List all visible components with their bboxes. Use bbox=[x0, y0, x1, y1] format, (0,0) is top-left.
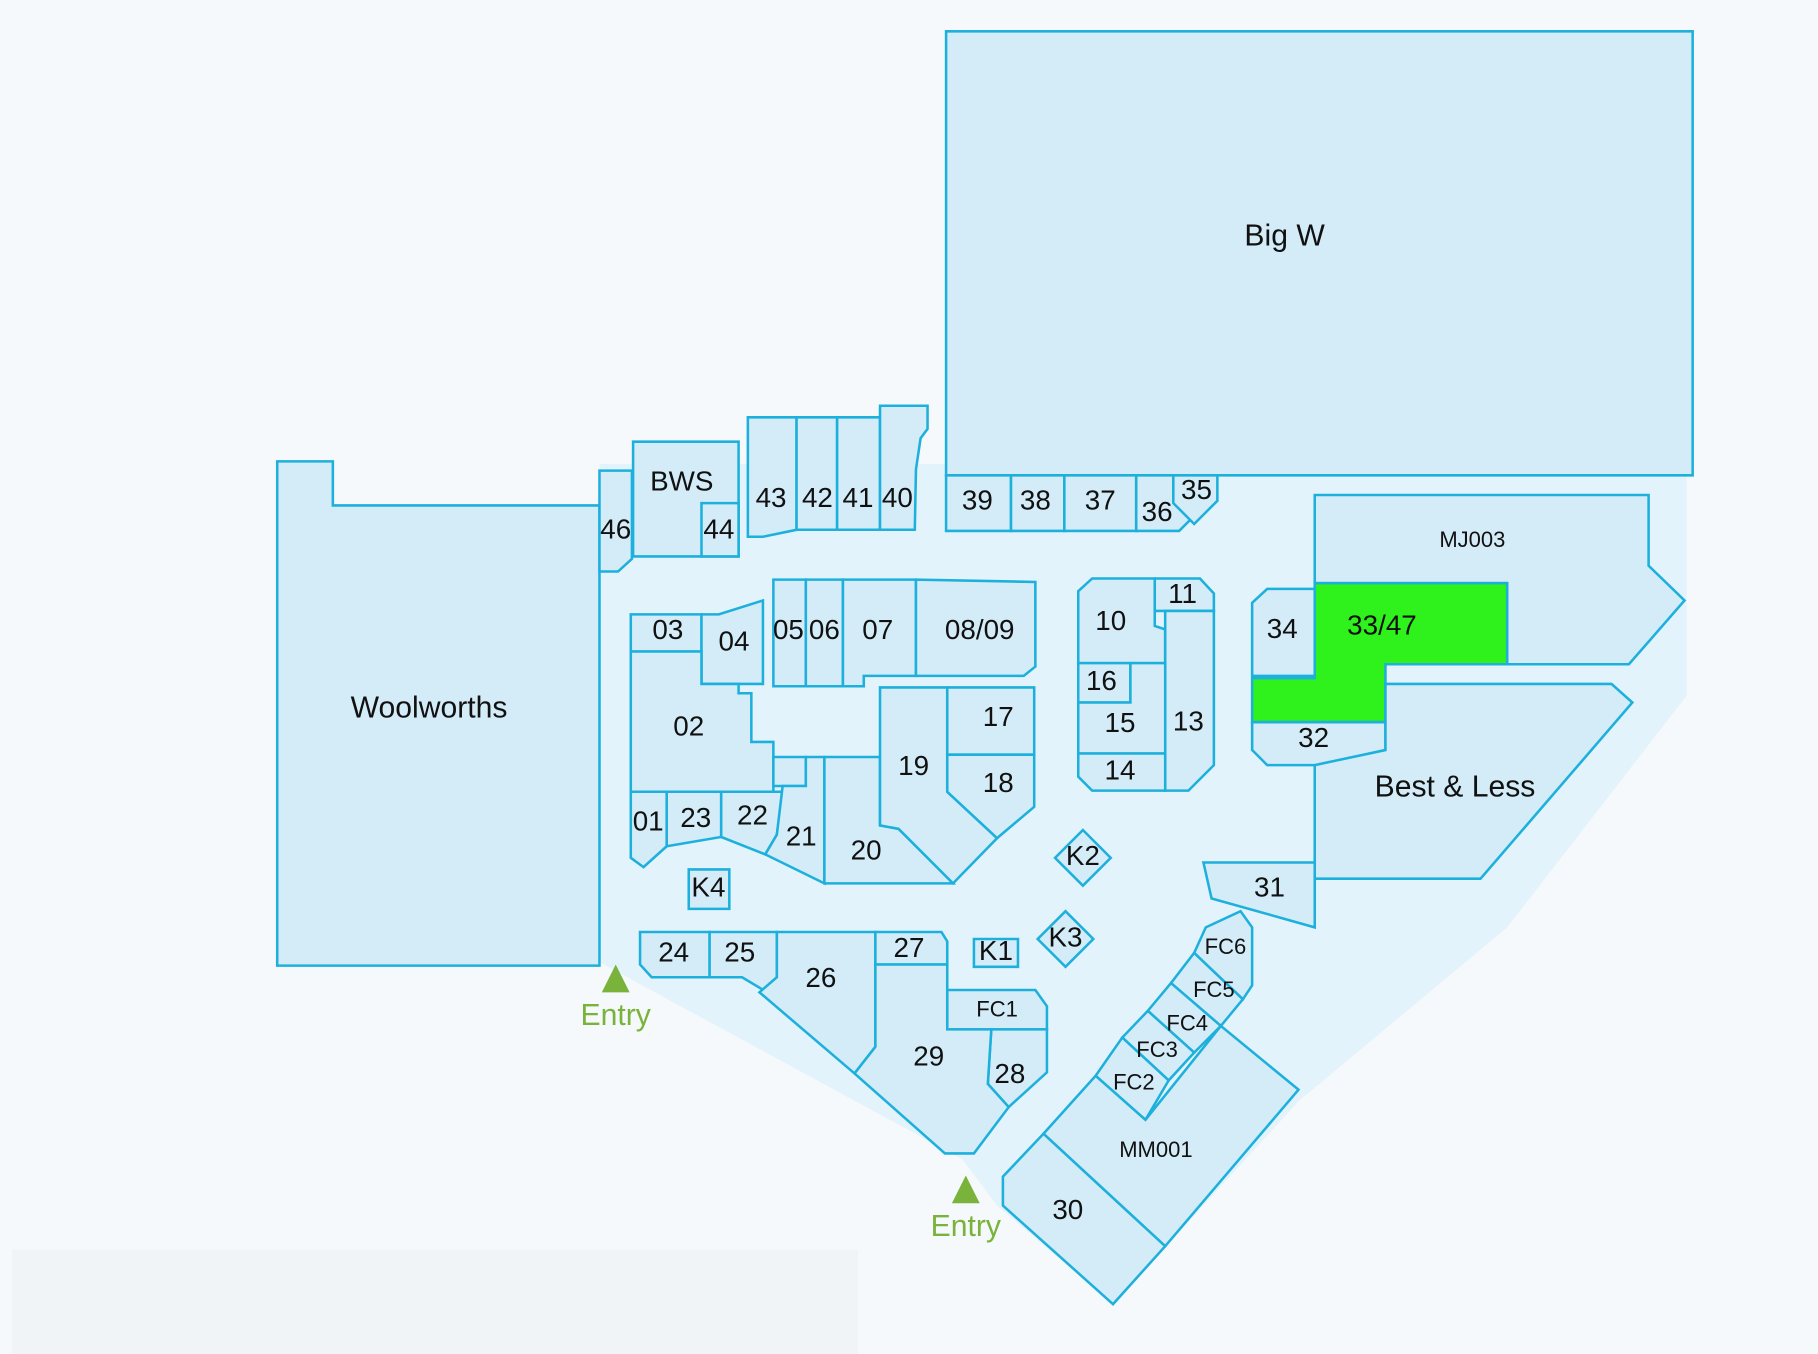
store-s30[interactable] bbox=[1001, 1131, 1167, 1306]
store-sbox[interactable] bbox=[772, 755, 808, 788]
store-s39[interactable] bbox=[944, 474, 1013, 533]
store-s46[interactable] bbox=[598, 469, 634, 573]
store-s42[interactable] bbox=[795, 416, 839, 532]
store-s07[interactable] bbox=[841, 578, 918, 688]
store-s03[interactable] bbox=[629, 613, 703, 653]
store-s13[interactable] bbox=[1163, 609, 1216, 792]
store-s35[interactable] bbox=[1172, 474, 1219, 526]
store-bigw[interactable] bbox=[944, 30, 1694, 477]
store-k2[interactable] bbox=[1053, 828, 1113, 888]
store-k3[interactable] bbox=[1035, 909, 1096, 969]
store-s06[interactable] bbox=[804, 578, 845, 688]
store-s34[interactable] bbox=[1250, 587, 1317, 678]
store-s17[interactable] bbox=[945, 686, 1036, 756]
store-s23[interactable] bbox=[665, 790, 723, 848]
store-s38[interactable] bbox=[1009, 474, 1066, 533]
store-s18[interactable] bbox=[945, 753, 1036, 840]
store-s24[interactable] bbox=[638, 930, 711, 979]
store-k4[interactable] bbox=[687, 868, 731, 911]
store-s29[interactable] bbox=[852, 963, 1011, 1155]
entry-arrow-icon bbox=[601, 964, 630, 993]
entry-arrow-icon bbox=[951, 1175, 980, 1204]
store-s27[interactable] bbox=[874, 930, 949, 966]
store-s43[interactable] bbox=[746, 416, 798, 539]
store-s10[interactable] bbox=[1076, 577, 1167, 665]
store-s0809[interactable] bbox=[914, 578, 1037, 678]
store-woolworths[interactable] bbox=[275, 460, 601, 967]
store-s41[interactable] bbox=[835, 416, 882, 532]
store-s44[interactable] bbox=[700, 501, 740, 558]
entry-label: Entry bbox=[581, 999, 651, 1032]
store-s16[interactable] bbox=[1076, 661, 1132, 704]
store-s40[interactable] bbox=[878, 404, 929, 532]
store-k1[interactable] bbox=[972, 937, 1020, 969]
store-s11[interactable] bbox=[1153, 577, 1216, 613]
store-s05[interactable] bbox=[772, 578, 808, 688]
store-fc1[interactable] bbox=[945, 988, 1049, 1031]
store-s31[interactable] bbox=[1201, 861, 1317, 930]
store-s14[interactable] bbox=[1076, 752, 1167, 792]
entry-label: Entry bbox=[931, 1210, 1001, 1243]
map-background-patch bbox=[11, 1249, 858, 1354]
store-s01[interactable] bbox=[629, 790, 668, 869]
store-bestless[interactable] bbox=[1313, 682, 1635, 880]
store-s37[interactable] bbox=[1063, 474, 1138, 533]
